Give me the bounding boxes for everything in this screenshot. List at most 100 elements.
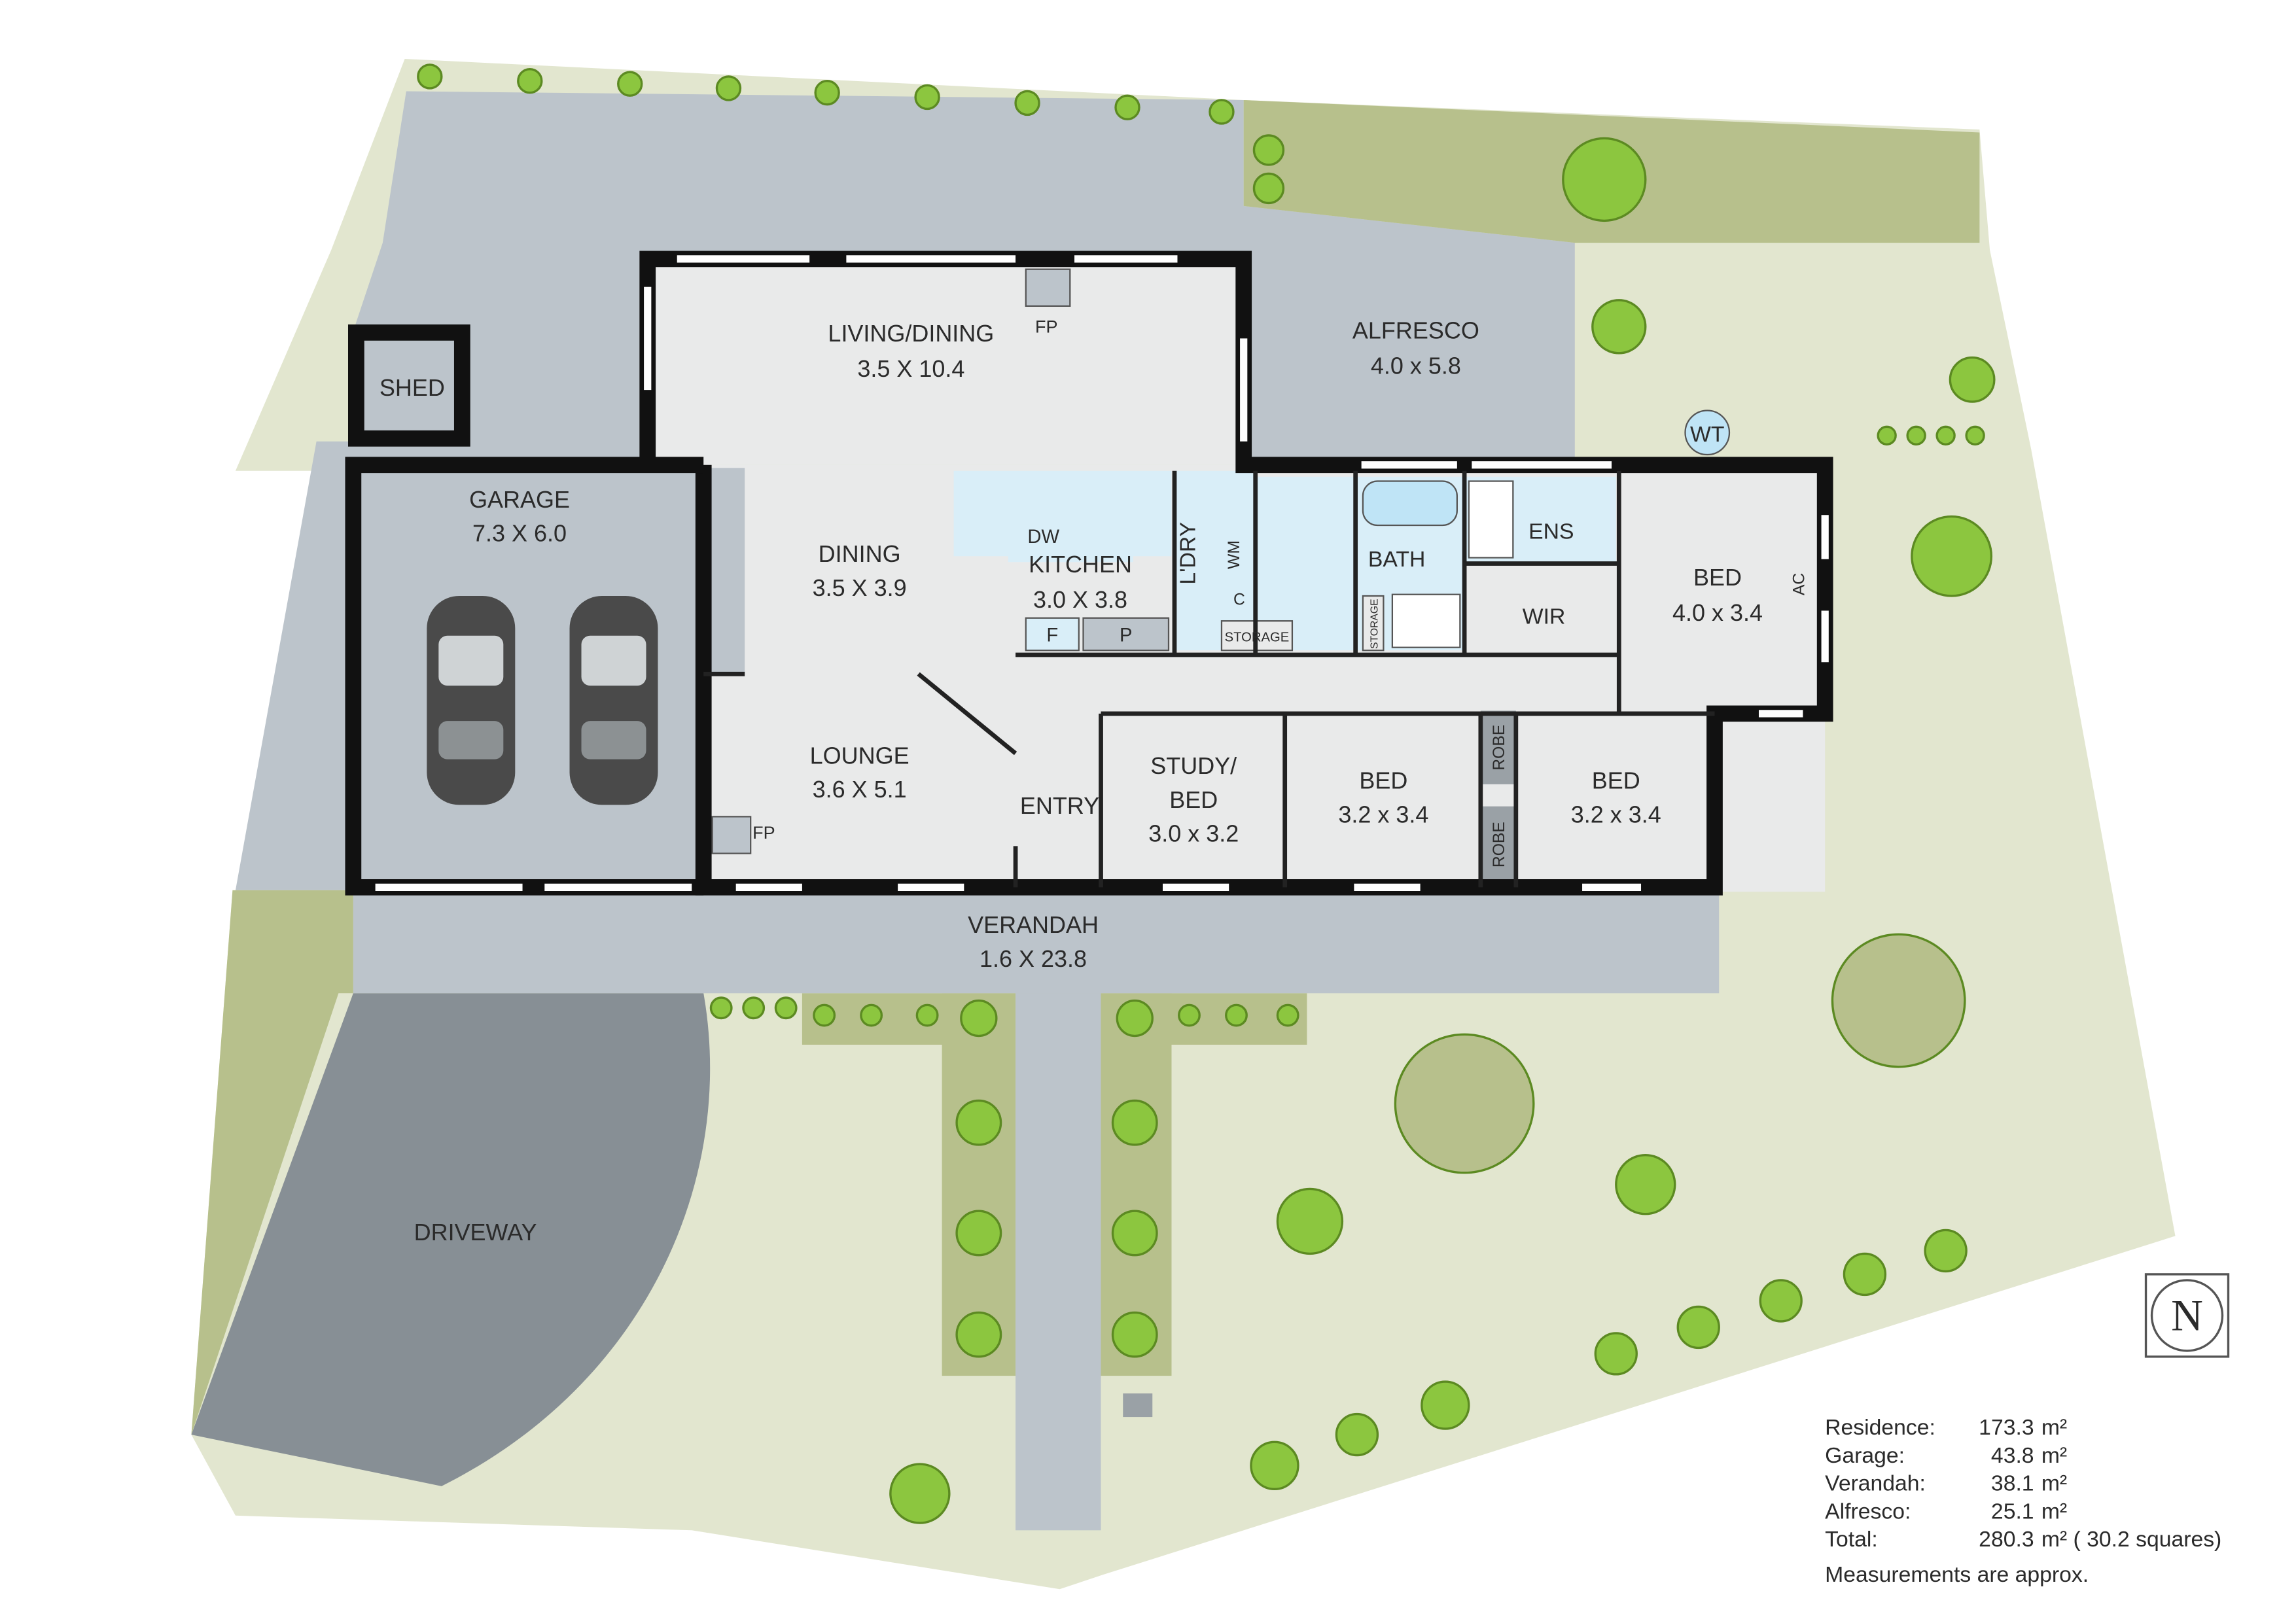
dining-dim: 3.5 X 3.9 bbox=[813, 574, 907, 601]
east-floor bbox=[1619, 470, 1826, 714]
fridge-label: F bbox=[1046, 625, 1058, 646]
shrub-icon bbox=[1014, 90, 1040, 116]
shrub-icon bbox=[1209, 99, 1235, 125]
dining-label: DINING bbox=[819, 540, 901, 567]
car-right bbox=[569, 595, 658, 805]
laundry-label: L'DRY bbox=[1175, 522, 1200, 585]
shrub-icon bbox=[1906, 425, 1926, 445]
tree-icon bbox=[1116, 999, 1154, 1038]
bed-2-label: BED bbox=[1359, 767, 1407, 794]
compass-north-label: N bbox=[2171, 1291, 2203, 1340]
tree-icon bbox=[1759, 1279, 1803, 1323]
shed-floor bbox=[353, 331, 464, 439]
shrub-icon bbox=[1276, 1003, 1299, 1027]
area-unit-total: m² ( 30.2 squares) bbox=[2041, 1527, 2221, 1552]
water-tank-icon bbox=[1684, 410, 1731, 456]
cupboard-label: C bbox=[1233, 591, 1245, 608]
fridge-box bbox=[1025, 617, 1080, 652]
shrub-icon bbox=[1178, 1003, 1201, 1027]
tree-icon bbox=[1421, 1380, 1470, 1430]
shed-wall bbox=[347, 324, 470, 447]
area-value-verandah: 38.1 bbox=[1991, 1471, 2034, 1496]
tree-icon bbox=[1676, 1305, 1720, 1350]
shrub-icon bbox=[915, 1003, 939, 1027]
driveway-label: DRIVEWAY bbox=[414, 1219, 537, 1246]
shrub-icon bbox=[814, 80, 840, 106]
living-dining-dim: 3.5 X 10.4 bbox=[857, 355, 964, 382]
area-label-verandah: Verandah: bbox=[1825, 1471, 1926, 1496]
interior-wall bbox=[917, 672, 1017, 756]
tree-icon bbox=[1949, 356, 1996, 403]
shrub-icon bbox=[860, 1003, 883, 1027]
front-path bbox=[1016, 986, 1101, 1531]
lounge-label: LOUNGE bbox=[810, 742, 910, 769]
area-label-alfresco: Alfresco: bbox=[1825, 1499, 1911, 1524]
shrub-icon bbox=[617, 71, 643, 97]
shed-label: SHED bbox=[380, 374, 445, 401]
area-unit-alfresco: m² bbox=[2041, 1499, 2067, 1524]
tree-icon bbox=[1250, 1440, 1299, 1490]
living-dining-label: LIVING/DINING bbox=[828, 320, 994, 347]
shrub-icon bbox=[1114, 94, 1140, 120]
garage-dim: 7.3 X 6.0 bbox=[472, 520, 567, 547]
driveway-area bbox=[191, 993, 711, 1486]
tree-icon bbox=[1252, 134, 1285, 166]
fp-icon bbox=[1025, 268, 1071, 307]
bed-2-dim: 3.2 x 3.4 bbox=[1338, 801, 1428, 828]
study-label: STUDY/ bbox=[1150, 752, 1237, 779]
area-summary: Residence: 173.3 m² Garage: 43.8 m² Vera… bbox=[1825, 1415, 2221, 1587]
bed-3-label: BED bbox=[1592, 767, 1640, 794]
bed-3-dim: 3.2 x 3.4 bbox=[1571, 801, 1661, 828]
garden-bed-left bbox=[191, 890, 353, 1435]
house bbox=[345, 251, 1833, 896]
area-unit-garage: m² bbox=[2041, 1443, 2067, 1468]
tree-icon bbox=[1111, 1099, 1158, 1146]
area-label-total: Total: bbox=[1825, 1527, 1878, 1552]
shrub-icon bbox=[715, 75, 742, 101]
kitchen-dim: 3.0 X 3.8 bbox=[1033, 586, 1127, 613]
area-label-garage: Garage: bbox=[1825, 1443, 1905, 1468]
study-label-2: BED bbox=[1169, 786, 1218, 813]
living-dining-floor bbox=[647, 258, 1244, 465]
bed-master-label: BED bbox=[1693, 564, 1742, 591]
entry-label: ENTRY bbox=[1020, 792, 1099, 819]
robe-1 bbox=[1480, 710, 1516, 784]
tree-icon bbox=[1394, 1033, 1535, 1174]
storage-label-vertical: STORAGE bbox=[1369, 599, 1380, 649]
tree-icon bbox=[1111, 1210, 1158, 1257]
fp-lounge-label: FP bbox=[752, 823, 775, 843]
tree-icon bbox=[960, 999, 998, 1038]
tree-icon bbox=[1335, 1412, 1379, 1457]
tree-icon bbox=[1594, 1332, 1638, 1376]
area-value-alfresco: 25.1 bbox=[1991, 1499, 2034, 1524]
tree-icon bbox=[1843, 1252, 1887, 1297]
fp-label: FP bbox=[1035, 317, 1057, 336]
shrub-icon bbox=[709, 996, 733, 1020]
alfresco-label: ALFRESCO bbox=[1352, 317, 1479, 343]
tree-icon bbox=[1615, 1154, 1676, 1215]
shrub-icon bbox=[417, 63, 443, 90]
verandah-label: VERANDAH bbox=[968, 911, 1099, 938]
area-unit-residence: m² bbox=[2041, 1415, 2067, 1440]
vegetation bbox=[417, 63, 1996, 1524]
pantry-box bbox=[1082, 617, 1170, 652]
tree-icon bbox=[1911, 515, 1993, 597]
bathtub-icon bbox=[1362, 480, 1458, 527]
area-value-residence: 173.3 bbox=[1979, 1415, 2034, 1440]
area-value-garage: 43.8 bbox=[1991, 1443, 2034, 1468]
bath-label: BATH bbox=[1368, 547, 1425, 572]
shrub-icon bbox=[742, 996, 766, 1020]
tree-icon bbox=[1831, 933, 1966, 1068]
path-marker bbox=[1123, 1393, 1153, 1418]
bed-master-dim: 4.0 x 3.4 bbox=[1672, 599, 1763, 626]
ensuite-shower-icon bbox=[1468, 480, 1514, 559]
wm-label: WM bbox=[1226, 540, 1243, 569]
lounge-dim: 3.6 X 5.1 bbox=[813, 776, 907, 803]
verandah-dim: 1.6 X 23.8 bbox=[980, 945, 1087, 972]
compass-icon: N bbox=[2144, 1273, 2230, 1358]
tree-icon bbox=[955, 1099, 1002, 1146]
alfresco-dim: 4.0 x 5.8 bbox=[1371, 352, 1461, 379]
area-unit-verandah: m² bbox=[2041, 1471, 2067, 1496]
area-value-total: 280.3 bbox=[1979, 1527, 2034, 1552]
shrub-icon bbox=[517, 68, 543, 94]
